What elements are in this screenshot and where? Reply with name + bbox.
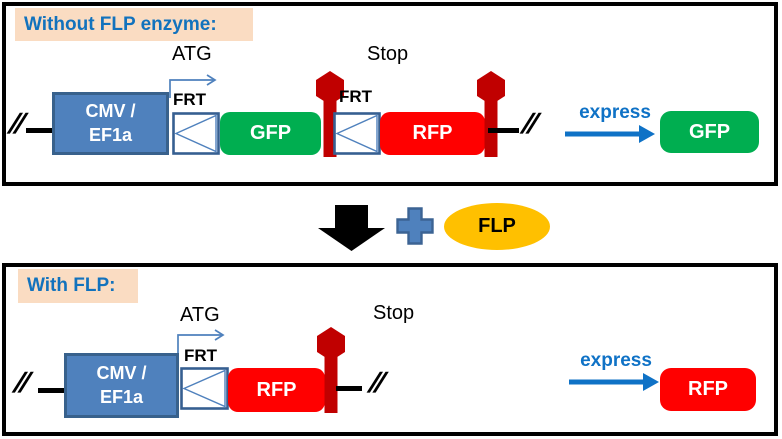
frt-site-icon	[180, 367, 229, 410]
panel-without-flp: Without FLP enzyme: ATG Stop // CMV / EF…	[2, 2, 778, 186]
rfp-result-box: RFP	[660, 368, 756, 411]
rfp-gene-label: RFP	[256, 378, 297, 401]
stop-label: Stop	[367, 43, 409, 65]
gfp-gene-box: GFP	[220, 112, 321, 155]
panel-title-without-flp: Without FLP enzyme:	[15, 8, 253, 41]
sequence-break-left-icon: //	[11, 367, 31, 398]
promoter-label-line2: EF1a	[88, 124, 133, 145]
promoter-label-line1: CMV /	[85, 101, 136, 122]
flp-enzyme-label: FLP	[478, 215, 516, 237]
dna-line-segment	[488, 128, 519, 133]
frt-site-icon-1	[172, 112, 220, 155]
express-arrow-icon	[569, 373, 659, 391]
transcription-start-arrow-icon	[169, 74, 217, 98]
stop-signal-icon	[317, 327, 345, 413]
frt-site-label-2: FRT	[339, 87, 373, 106]
express-label: express	[579, 102, 651, 123]
dna-line-segment	[38, 388, 67, 393]
promoter-label-line2: EF1a	[99, 386, 144, 407]
promoter-label-line1: CMV /	[96, 363, 147, 384]
promoter-box-cmv-ef1a: CMV / EF1a	[52, 92, 169, 155]
frt-site-label: FRT	[184, 346, 218, 365]
sequence-break-left-icon: //	[6, 108, 26, 139]
frt-site-label-1: FRT	[173, 90, 207, 109]
rfp-gene-box: RFP	[228, 368, 325, 412]
dna-line-segment	[26, 128, 53, 133]
gfp-result-box: GFP	[660, 111, 759, 153]
gfp-result-label: GFP	[688, 120, 731, 143]
rfp-result-label: RFP	[688, 378, 728, 400]
plus-icon	[396, 207, 434, 245]
panel-with-flp: With FLP: ATG Stop // CMV / EF1a FRT RFP	[2, 263, 778, 436]
stop-label: Stop	[373, 302, 415, 324]
rfp-gene-label: RFP	[412, 122, 453, 144]
frt-site-icon-2	[333, 112, 381, 155]
atg-label: ATG	[172, 43, 212, 65]
promoter-box-cmv-ef1a: CMV / EF1a	[64, 353, 179, 418]
stop-signal-icon-2	[477, 71, 505, 157]
express-label: express	[580, 350, 652, 371]
rfp-gene-box: RFP	[380, 112, 485, 155]
sequence-break-right-icon: //	[366, 367, 386, 398]
flp-enzyme-oval: FLP	[444, 203, 550, 250]
atg-label: ATG	[180, 304, 220, 326]
sequence-break-right-icon: //	[519, 108, 539, 139]
gfp-gene-label: GFP	[249, 122, 292, 144]
panel-title-with-flp: With FLP:	[18, 269, 138, 303]
express-arrow-icon	[565, 125, 655, 143]
dna-line-segment	[336, 386, 362, 391]
transcription-start-arrow-icon	[177, 329, 225, 353]
down-arrow-icon	[318, 205, 385, 251]
